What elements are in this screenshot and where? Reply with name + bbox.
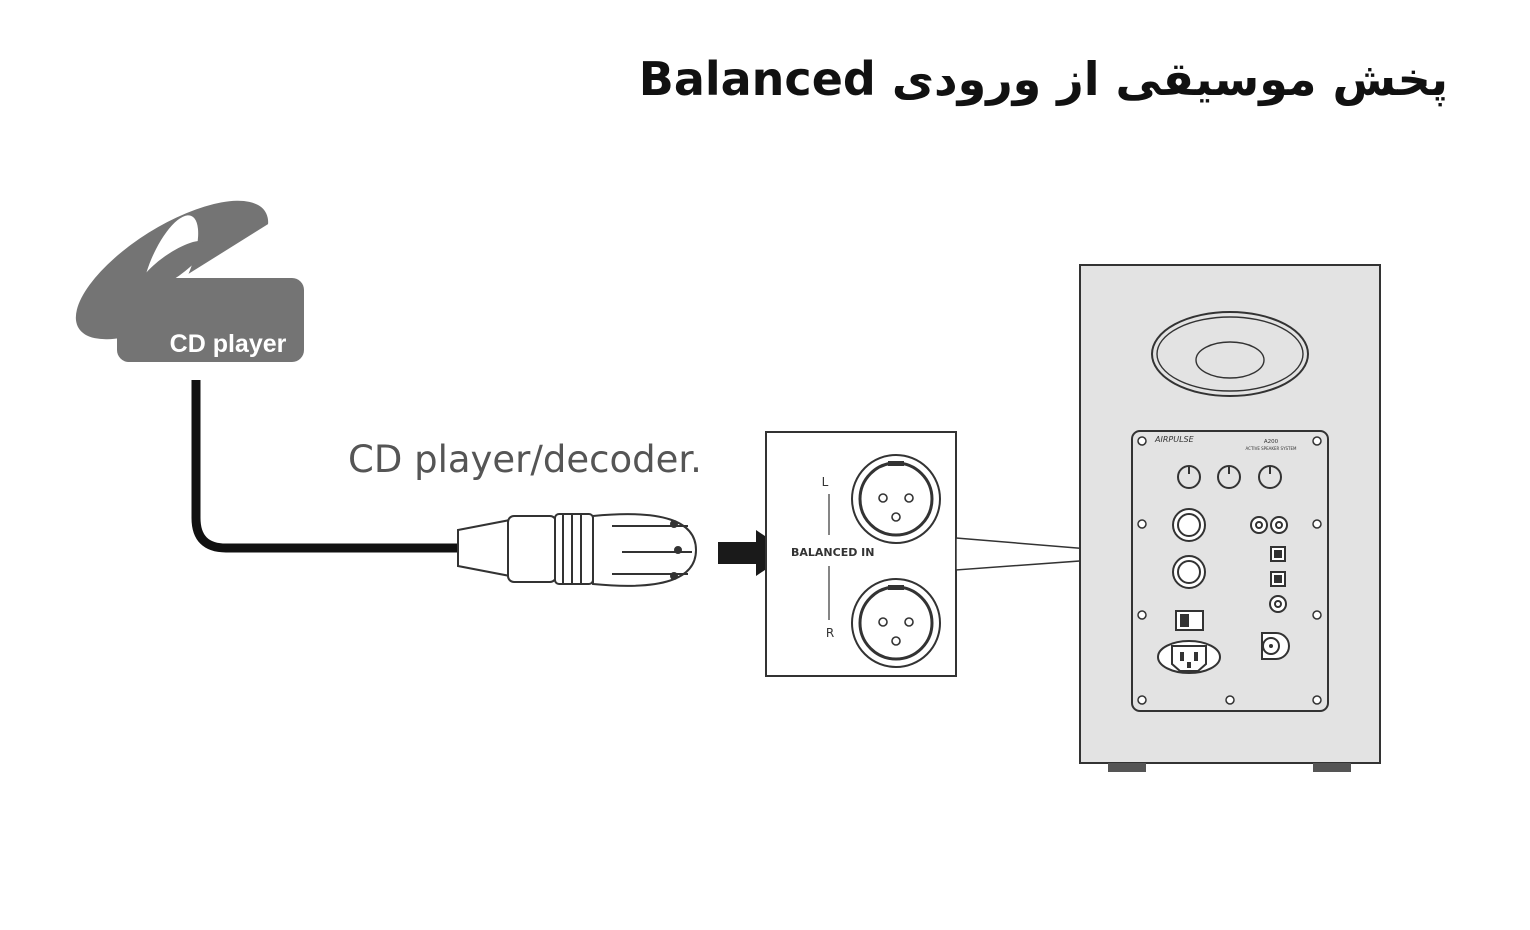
rca-jack-icons [1250,516,1288,613]
tone-knob-icons [1177,465,1282,489]
speaker-model: A200 [1264,439,1279,445]
source-label: CD player/decoder. [348,438,702,481]
page-title: پخش موسیقی از ورودی Balanced [638,52,1448,106]
rear-xlr-sockets [1172,508,1206,589]
bass-port-icon [1151,311,1309,397]
power-inlet-icon [1157,640,1221,674]
digital-input-icons [1270,546,1286,587]
cd-player-icon: CD player [75,200,304,362]
balanced-in-label: BALANCED IN [791,546,874,559]
right-channel-label: R [826,626,834,640]
cd-badge-label: CD player [170,330,287,358]
din-connector-icon [1261,632,1290,660]
speaker-brand: AIRPULSE [1154,435,1195,444]
xlr-socket-right [851,578,941,668]
left-channel-label: L [822,475,829,489]
xlr-cable [191,380,462,553]
balanced-input-panel: BALANCED IN L R [765,431,957,677]
xlr-socket-left [851,454,941,544]
speaker-rear-view: AIRPULSE A200 ACTIVE SPEAKER SYSTEM [1079,264,1381,772]
power-switch-icon [1175,610,1204,631]
screw-icons [1137,436,1322,705]
zoom-callout [955,537,1163,571]
speaker-subtitle: ACTIVE SPEAKER SYSTEM [1246,446,1298,451]
xlr-plug-icon [457,513,698,587]
